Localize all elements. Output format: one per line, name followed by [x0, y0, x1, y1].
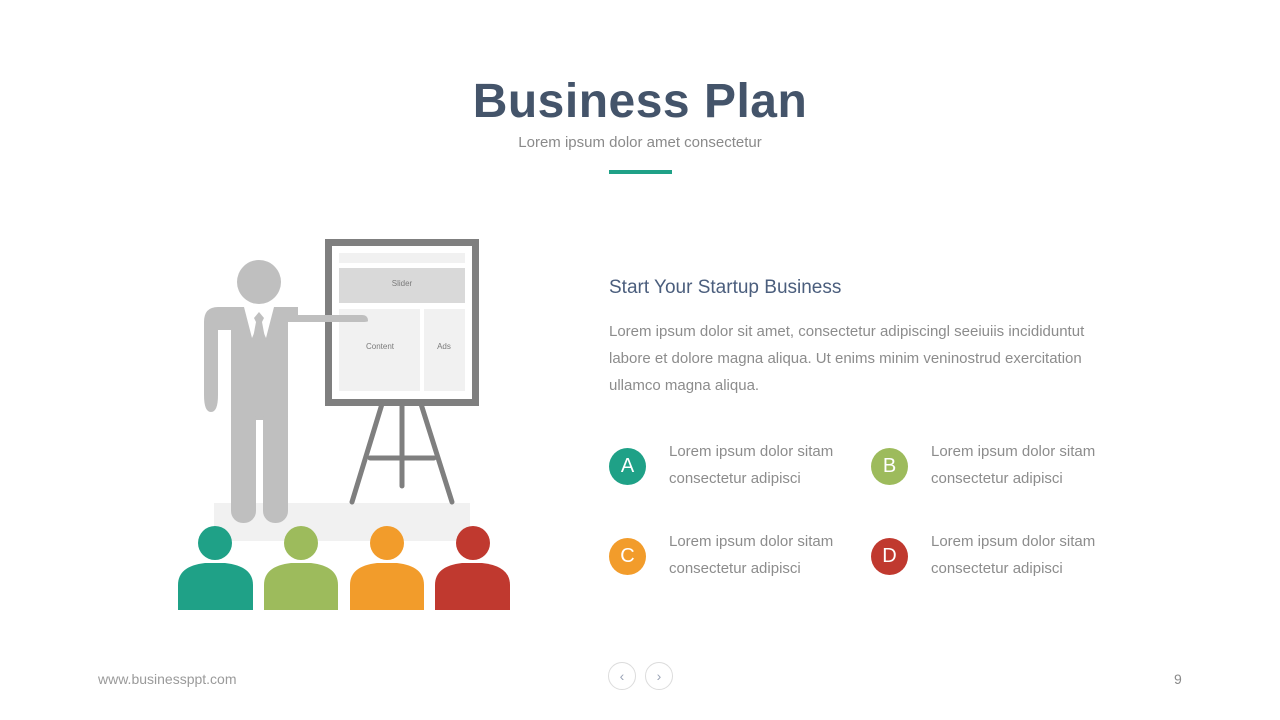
badge-a: A: [609, 448, 646, 485]
svg-text:Slider: Slider: [392, 279, 413, 288]
svg-text:Content: Content: [366, 342, 395, 351]
feature-text: Lorem ipsum dolor sitam consectetur adip…: [931, 533, 1096, 577]
easel-icon: [349, 401, 455, 505]
page-number: 9: [1174, 671, 1182, 687]
badge-c: C: [609, 538, 646, 575]
chevron-left-icon: ‹: [619, 668, 625, 684]
stage: [214, 503, 470, 541]
svg-text:Ads: Ads: [437, 342, 451, 351]
next-slide-button[interactable]: ›: [645, 662, 673, 690]
feature-text: Lorem ipsum dolor sitam consectetur adip…: [669, 533, 834, 577]
board-slider: [339, 268, 465, 303]
badge-b: B: [871, 448, 908, 485]
chevron-right-icon: ›: [656, 668, 662, 684]
prev-slide-button[interactable]: ‹: [608, 662, 636, 690]
board-content: [339, 309, 420, 391]
presenter-icon: [204, 260, 368, 523]
feature-item-c: C Lorem ipsum dolor sitam consectetur ad…: [609, 533, 859, 596]
section-body: Lorem ipsum dolor sit amet, consectetur …: [609, 323, 1085, 394]
page-subtitle: Lorem ipsum dolor amet consectetur: [518, 134, 762, 151]
section-heading: Start Your Startup Business: [609, 277, 842, 298]
board-ads: [424, 309, 465, 391]
title-underline: [609, 170, 672, 174]
footer-url[interactable]: www.businessppt.com: [98, 671, 237, 687]
feature-text: Lorem ipsum dolor sitam consectetur adip…: [669, 443, 834, 487]
audience-icon: [178, 526, 510, 610]
feature-item-d: D Lorem ipsum dolor sitam consectetur ad…: [871, 533, 1121, 596]
feature-item-a: A Lorem ipsum dolor sitam consectetur ad…: [609, 443, 859, 506]
feature-item-b: B Lorem ipsum dolor sitam consectetur ad…: [871, 443, 1121, 506]
presentation-illustration: Slider Content Ads: [170, 230, 530, 620]
page-title: Business Plan: [472, 75, 808, 128]
feature-text: Lorem ipsum dolor sitam consectetur adip…: [931, 443, 1096, 487]
badge-d: D: [871, 538, 908, 575]
